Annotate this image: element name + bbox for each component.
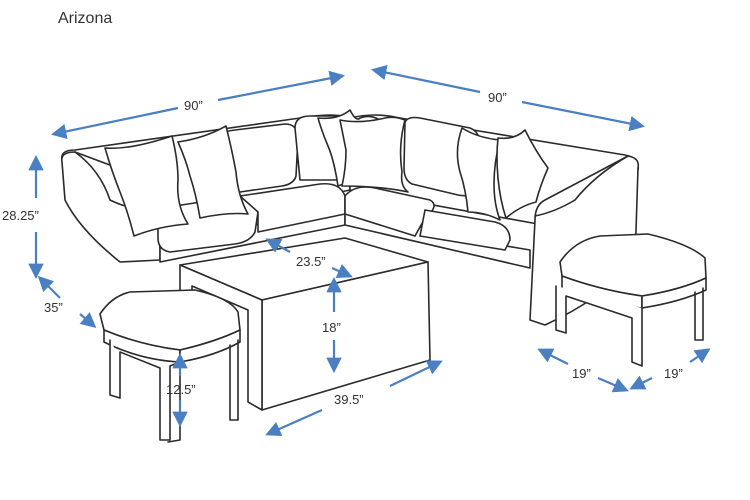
stool-right <box>555 233 707 367</box>
label-sofa-right-width: 90” <box>488 90 507 105</box>
dimension-arrows <box>28 64 711 437</box>
label-sofa-depth: 35” <box>44 300 63 315</box>
label-stool-width: 19” <box>572 366 591 381</box>
label-stool-depth: 19” <box>664 366 683 381</box>
pillow-4 <box>339 116 409 193</box>
seat-cushion-4 <box>419 209 511 251</box>
arrow-stool-width <box>537 348 569 365</box>
label-table-depth: 23.5” <box>296 254 326 269</box>
arrow-stool-depth <box>629 375 653 390</box>
arrow-table-depth <box>265 238 291 253</box>
stool-right-legs <box>555 285 643 367</box>
coffee-table <box>179 237 431 411</box>
label-sofa-left-width: 90” <box>184 98 203 113</box>
arrow-sofa-right-width <box>370 64 481 94</box>
label-sofa-height: 28.25” <box>2 208 39 223</box>
label-table-height: 18” <box>322 320 341 335</box>
arrow-sofa-depth <box>37 275 61 299</box>
stool-left-legs <box>109 339 181 443</box>
stool-left <box>99 289 241 443</box>
arrow-table-width <box>265 408 323 437</box>
seat-cushion-2 <box>239 182 346 233</box>
diagram-title: Arizona <box>58 10 113 27</box>
label-table-width: 39.5” <box>334 392 364 407</box>
arrow-sofa-left-width <box>50 106 179 140</box>
pillow-2 <box>177 125 249 219</box>
pillow-1 <box>104 135 189 237</box>
label-stool-height: 12.5” <box>166 382 196 397</box>
pillow-6 <box>496 129 549 219</box>
